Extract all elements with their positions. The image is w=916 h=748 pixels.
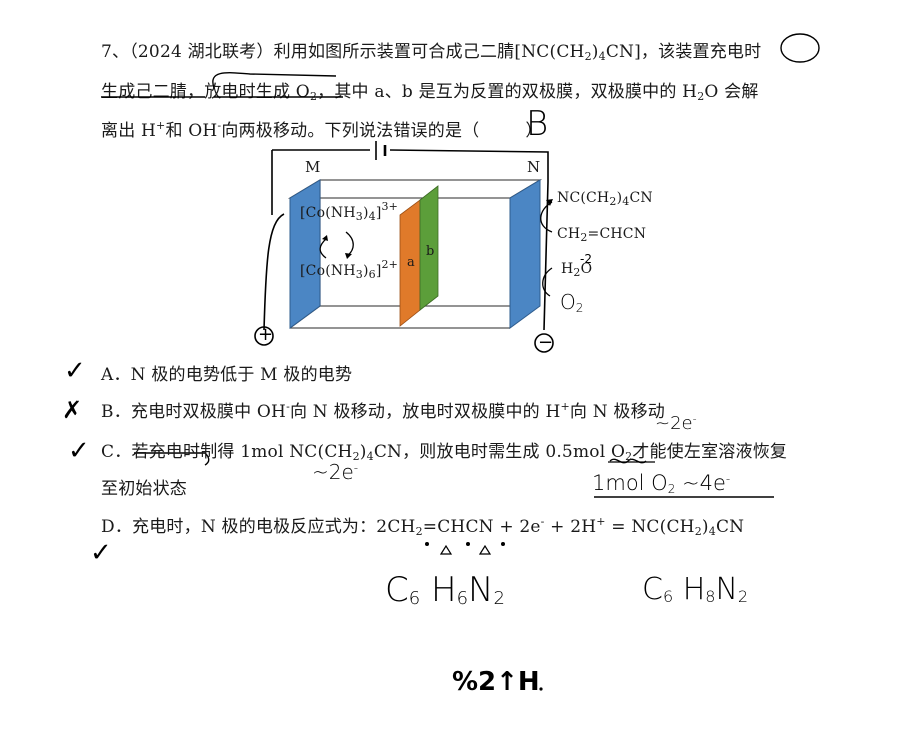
note-2e-above-O2: ~2e- [655,412,697,434]
left-species-bottom: [Co(NH3)6]2+ [300,258,399,281]
check-mark-D: ✓ [90,538,112,568]
question-line-1: 7、（2024 湖北联考）利用如图所示装置可合成己二腈[NC(CH2)4CN]，… [101,42,762,63]
label-M: M [305,158,321,176]
note-1mol-O2-4e: 1mol O2 ~4e- [592,471,731,496]
h2o-charge-note: -2 [580,252,592,266]
option-A: A．N 极的电势低于 M 极的电势 [101,365,353,385]
question-line-3: 离出 H+和 OH-向两极移动。下列说法错误的是（） [101,119,543,141]
option-D: D．充电时，N 极的电极反应式为：2CH2=CHCN + 2e- + 2H+ =… [101,515,745,538]
right-species-adiponitrile: NC(CH2)4CN [557,190,653,208]
formula-right: C6 H8N2 [642,572,749,607]
right-species-water: H2O [561,261,593,279]
answer-handwriting: B [526,104,549,144]
label-N: N [527,158,541,176]
left-species-top: [Co(NH3)4]3+ [300,200,399,223]
label-b: b [426,244,435,259]
plus-terminal-sign: + [258,324,274,345]
right-species-acrylonitrile: CH2=CHCN [557,226,647,244]
bottom-scribble: %2↑H [452,667,540,697]
check-mark-C: ✓ [68,436,90,466]
formula-left: C6 H6N2 [385,570,505,610]
option-C-line-2: 至初始状态 [101,479,187,499]
cross-mark-B: ✗ [62,396,83,424]
o2-handwritten: O2 [560,290,584,315]
note-2e-under-C: ~2e- [312,460,359,484]
option-B: B．充电时双极膜中 OH-向 N 极移动，放电时双极膜中的 H+向 N 极移动 [101,400,666,422]
label-a: a [407,255,415,270]
check-mark-A: ✓ [64,356,86,386]
option-C: C．若充电时制得 1mol NC(CH2)4CN，则放电时需生成 0.5mol … [101,442,788,463]
minus-terminal-sign: − [538,332,554,353]
